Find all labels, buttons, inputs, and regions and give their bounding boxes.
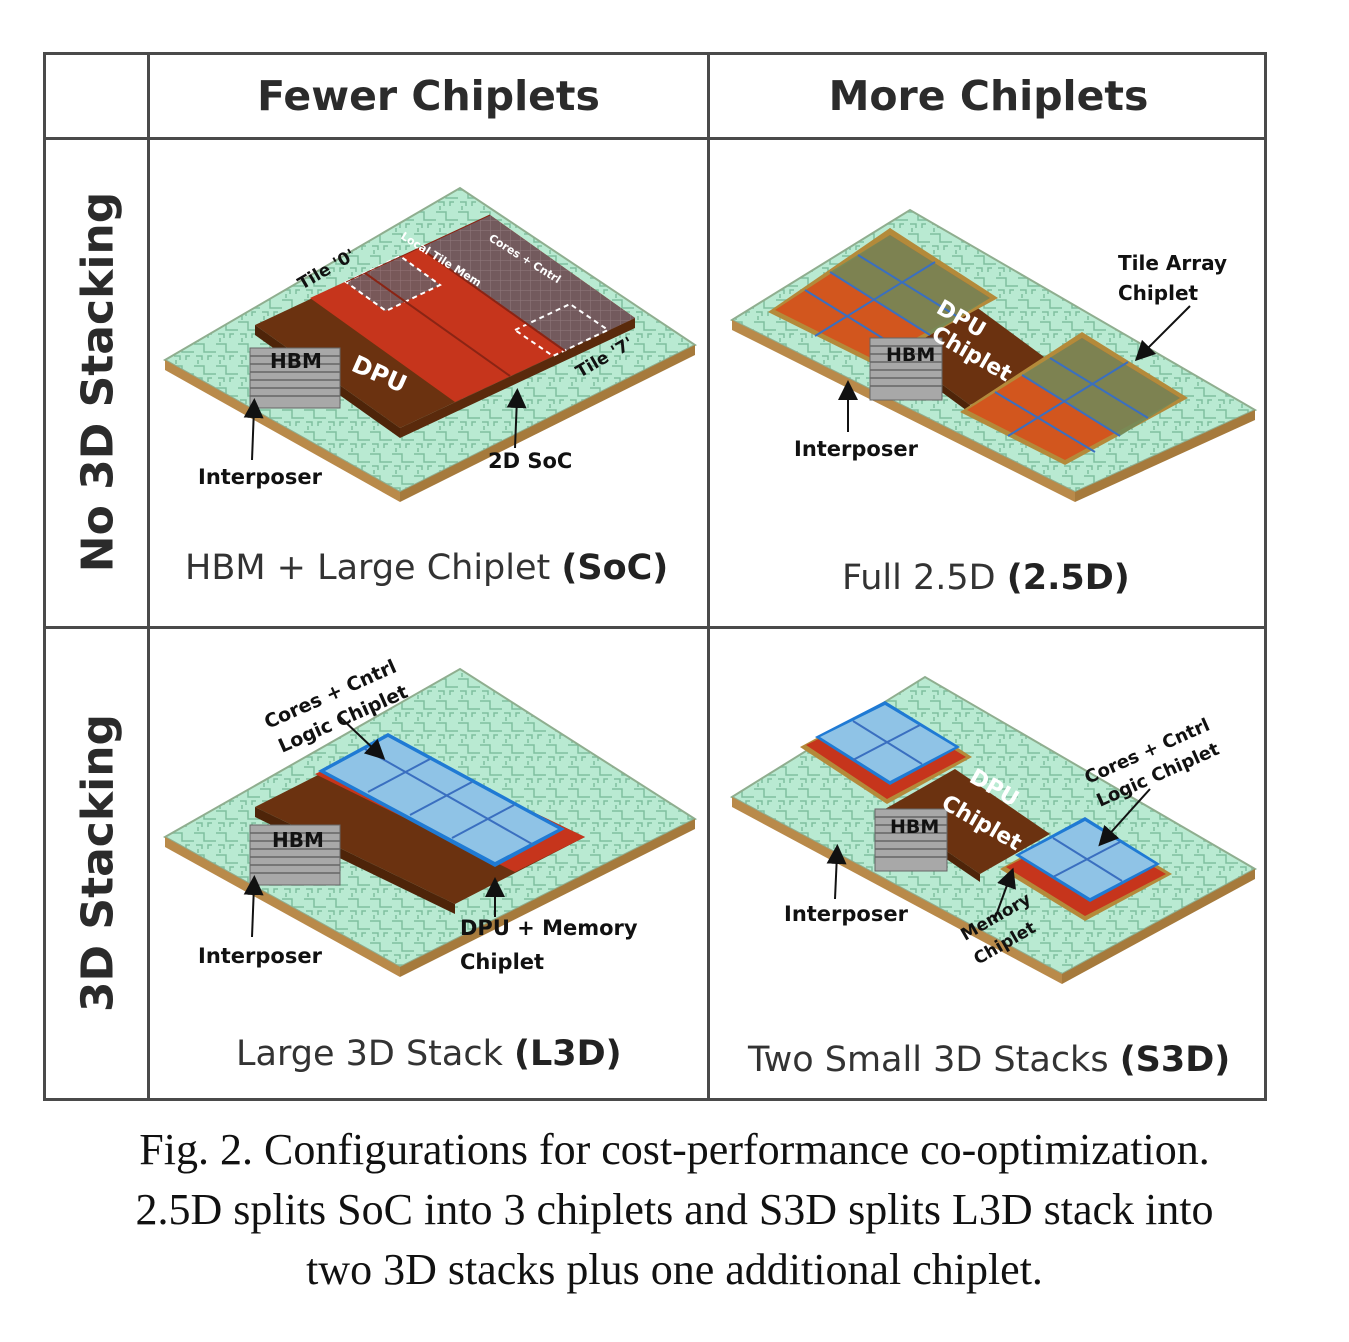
d25-tile-chiplet-left bbox=[768, 228, 998, 365]
d25-config-label: Full 2.5D (2.5D) bbox=[842, 558, 1130, 598]
s3d-config-text: Two Small 3D Stacks bbox=[748, 1040, 1120, 1080]
soc-interposer-arrow bbox=[243, 398, 264, 461]
s3d-interposer-label: Interposer bbox=[784, 902, 909, 926]
divider-h2 bbox=[43, 626, 1267, 629]
caption-line-3: two 3D stacks plus one additional chiple… bbox=[306, 1245, 1043, 1294]
soc-2dsoc-arrow bbox=[506, 388, 527, 449]
d25-diagram: HBM DPU Chiplet Tile Array Chiplet Inter… bbox=[729, 208, 1258, 502]
caption-line-2: 2.5D splits SoC into 3 chiplets and S3D … bbox=[135, 1185, 1214, 1234]
d25-config-abbr: (2.5D) bbox=[1006, 558, 1130, 598]
s3d-stack-right bbox=[1000, 817, 1172, 921]
l3d-config-label: Large 3D Stack (L3D) bbox=[236, 1034, 622, 1074]
soc-interposer-label: Interposer bbox=[198, 465, 323, 489]
l3d-config-text: Large 3D Stack bbox=[236, 1034, 514, 1074]
d25-tile-array-label-1: Tile Array bbox=[1118, 251, 1227, 275]
l3d-cores-arrow bbox=[339, 716, 386, 760]
l3d-interposer-label: Interposer bbox=[198, 944, 323, 968]
d25-tile-array-label-2: Chiplet bbox=[1118, 281, 1199, 305]
d25-hbm-stack bbox=[869, 337, 943, 401]
l3d-hbm-label: HBM bbox=[272, 828, 324, 852]
divider-v2 bbox=[707, 52, 710, 1101]
column-header-fewer: Fewer Chiplets bbox=[257, 72, 600, 120]
l3d-logic-chiplet bbox=[318, 733, 565, 867]
s3d-interposer-arrow bbox=[826, 844, 847, 900]
d25-hbm-label: HBM bbox=[886, 344, 935, 366]
s3d-hbm-label: HBM bbox=[890, 816, 939, 838]
d25-interposer-label: Interposer bbox=[794, 437, 919, 461]
l3d-config-abbr: (L3D) bbox=[513, 1034, 622, 1074]
soc-config-label: HBM + Large Chiplet (SoC) bbox=[185, 548, 668, 588]
d25-config-text: Full 2.5D bbox=[842, 558, 1007, 598]
soc-hbm-stack bbox=[249, 347, 341, 409]
s3d-memory-arrow bbox=[993, 867, 1016, 922]
soc-tile-array bbox=[310, 214, 635, 402]
column-header-more: More Chiplets bbox=[828, 72, 1149, 120]
row-header-no-stack: No 3D Stacking bbox=[72, 191, 124, 573]
divider-h1 bbox=[43, 137, 1267, 140]
l3d-interposer-arrow bbox=[243, 875, 264, 938]
s3d-config-abbr: (S3D) bbox=[1119, 1040, 1231, 1080]
d25-tile-array-arrow bbox=[1134, 305, 1191, 362]
soc-config-text: HBM + Large Chiplet bbox=[185, 548, 562, 588]
s3d-cores-arrow bbox=[1098, 788, 1151, 847]
row-header-stack: 3D Stacking bbox=[72, 713, 124, 1013]
soc-config-abbr: (SoC) bbox=[561, 548, 669, 588]
soc-hbm-label: HBM bbox=[270, 349, 322, 373]
s3d-stack-left bbox=[800, 701, 972, 804]
soc-diagram: HBM DPU Tile '0' Tile '7' Local Tile Mem… bbox=[162, 186, 697, 502]
s3d-config-label: Two Small 3D Stacks (S3D) bbox=[748, 1040, 1230, 1080]
config-table bbox=[43, 52, 1267, 1101]
l3d-hbm-stack bbox=[249, 824, 341, 886]
l3d-dpu-mem-label-2: Chiplet bbox=[460, 950, 544, 974]
s3d-hbm-stack bbox=[874, 808, 948, 872]
l3d-dpu-mem-label-1: DPU + Memory bbox=[460, 916, 638, 940]
divider-v1 bbox=[147, 52, 150, 1101]
s3d-diagram: HBM DPU Chiplet Cores + Cntrl Logic Chip… bbox=[730, 675, 1258, 984]
d25-tile-chiplet-right bbox=[960, 332, 1188, 465]
caption-line-1: Fig. 2. Configurations for cost-performa… bbox=[139, 1125, 1210, 1174]
l3d-diagram: HBM Cores + Cntrl Logic Chiplet Interpos… bbox=[162, 656, 698, 977]
soc-2dsoc-label: 2D SoC bbox=[488, 449, 572, 473]
